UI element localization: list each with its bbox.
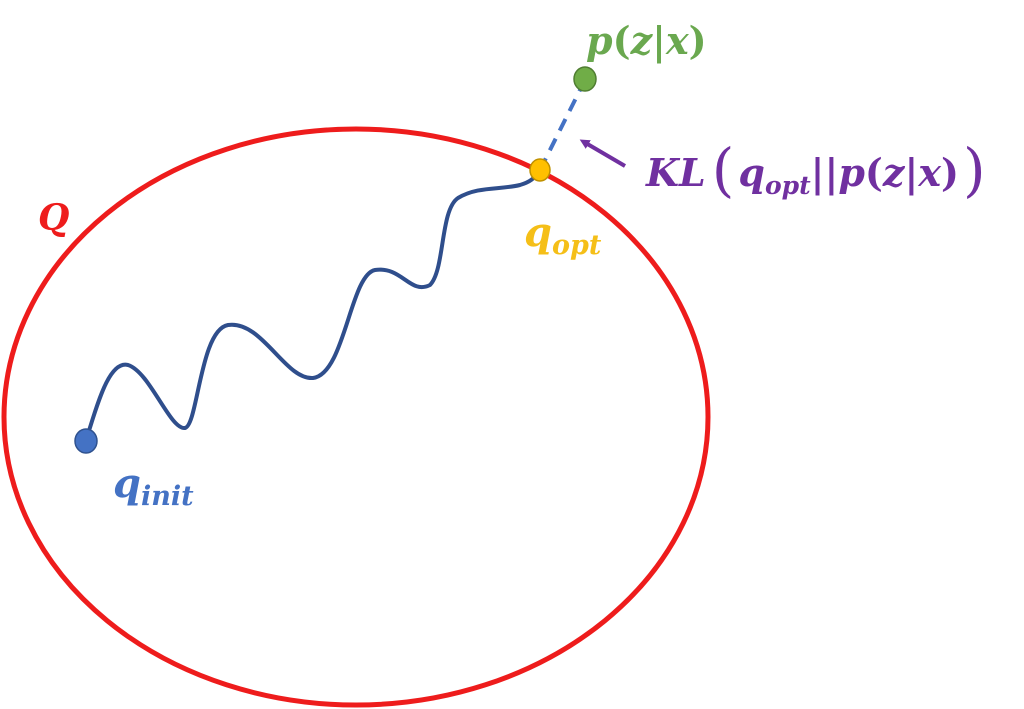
kl-arrow	[579, 139, 627, 168]
posterior-label: p(z|x)	[586, 18, 707, 63]
posterior-point	[573, 66, 597, 92]
q-init-point	[74, 428, 98, 454]
kl-q-subscript: opt	[765, 171, 811, 200]
optimization-path	[84, 170, 540, 442]
kl-func: p	[838, 150, 865, 195]
kl-open-paren: (	[712, 136, 735, 204]
q-init-label: qinit	[113, 460, 194, 512]
posterior-func: p	[586, 18, 613, 63]
posterior-close-paren: )	[689, 18, 707, 63]
kl-inner-close: )	[941, 150, 959, 195]
kl-var: z	[882, 150, 906, 195]
kl-close-paren: )	[963, 136, 986, 204]
posterior-bar: |	[652, 18, 666, 63]
q-opt-symbol: q	[524, 209, 552, 256]
posterior-var: z	[630, 18, 654, 63]
kl-gap-line	[538, 79, 587, 171]
kl-given: x	[917, 150, 942, 195]
kl-divergence-label: KL(qopt||p(z|x))	[645, 136, 986, 204]
q-init-symbol: q	[113, 460, 141, 507]
variational-family-ellipse	[1, 126, 711, 708]
q-opt-point	[529, 158, 551, 182]
set-label: Q	[38, 197, 69, 239]
kl-inner-open: (	[865, 150, 883, 195]
kl-name: KL	[645, 150, 706, 195]
posterior-given: x	[665, 18, 690, 63]
q-opt-subscript: opt	[552, 230, 602, 261]
kl-q-symbol: q	[738, 150, 765, 195]
kl-separator: ||	[811, 150, 839, 195]
kl-bar: |	[904, 150, 918, 195]
q-opt-label: qopt	[524, 209, 602, 261]
posterior-open-paren: (	[613, 18, 631, 63]
q-init-subscript: init	[141, 481, 194, 512]
